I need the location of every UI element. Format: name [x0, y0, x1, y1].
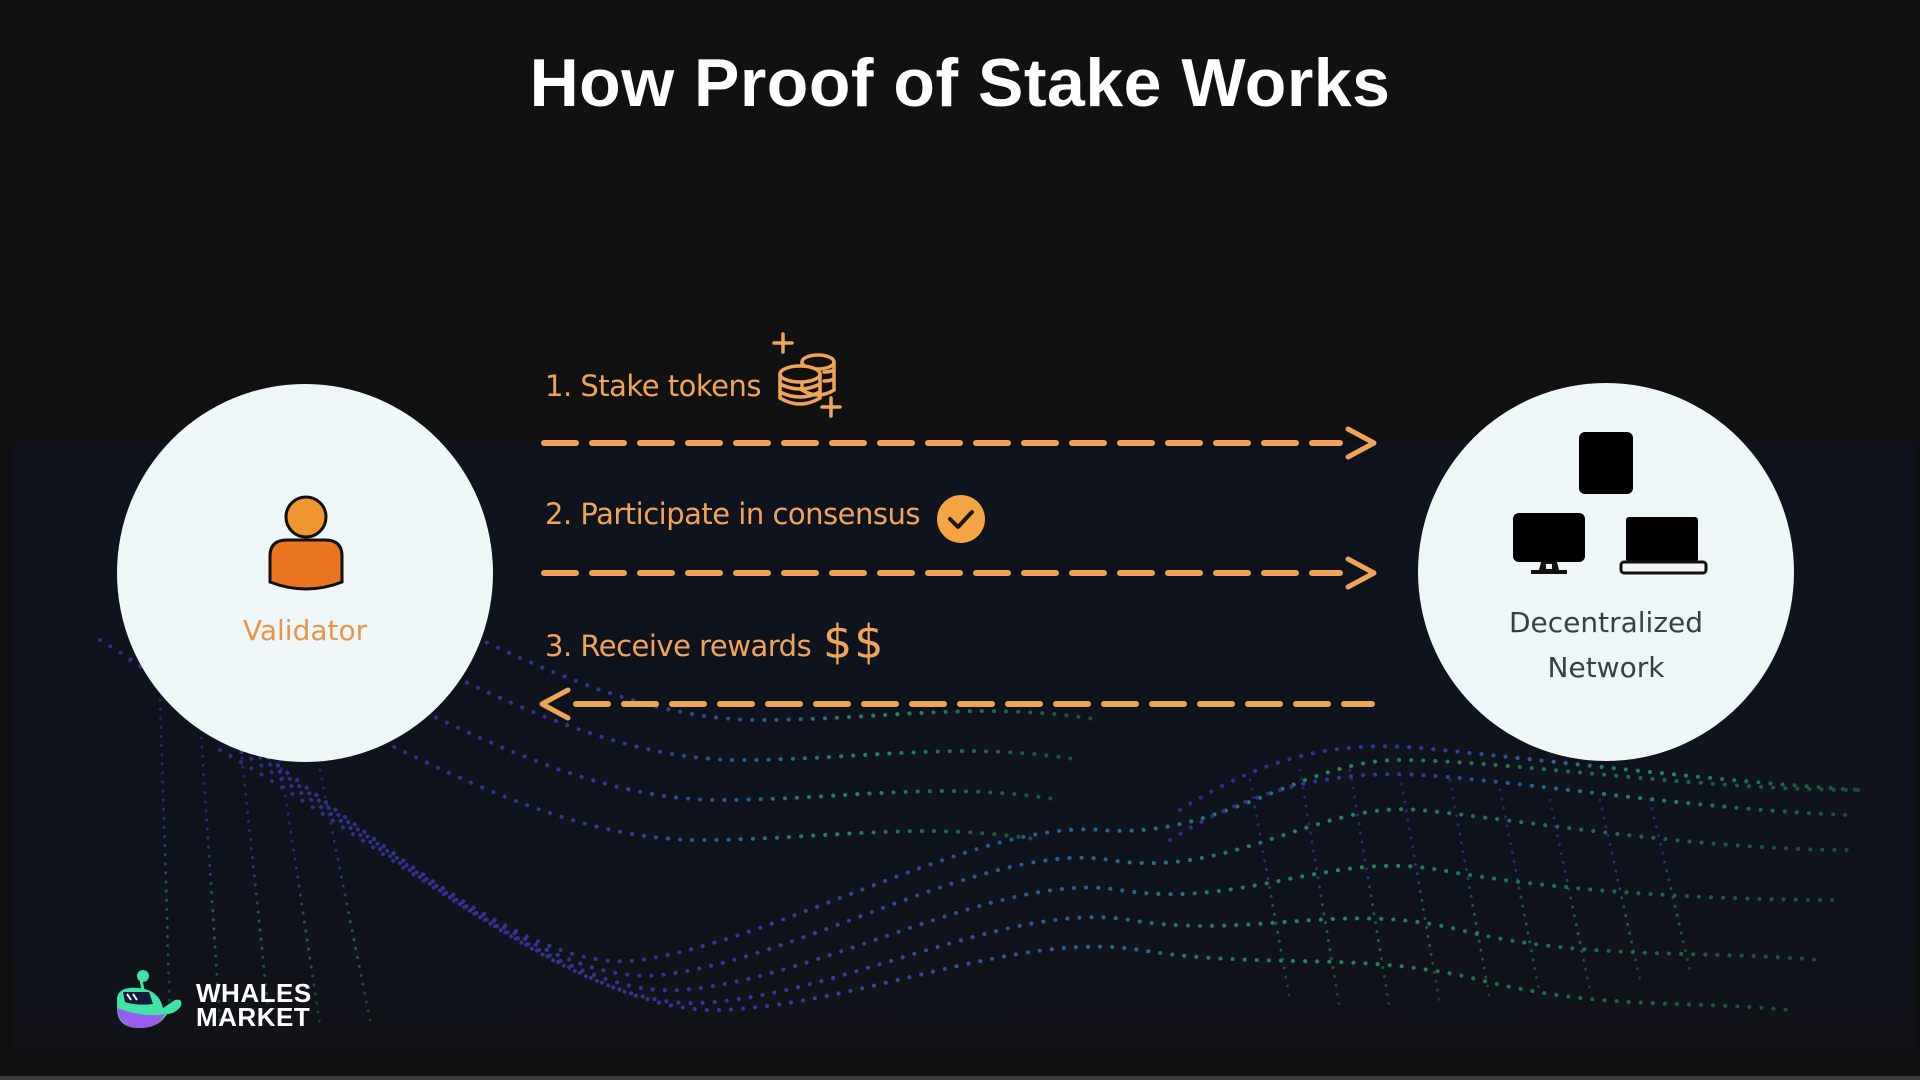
coins-icon [772, 332, 842, 418]
network-label: Decentralized Network [1418, 600, 1794, 690]
bottom-border [0, 1076, 1920, 1080]
tablet-icon [1579, 432, 1633, 494]
arrow-to-network-1 [541, 426, 1377, 460]
step-1-label: 1. Stake tokens [545, 369, 761, 403]
network-label-line1: Decentralized [1508, 606, 1704, 639]
step-2-label: 2. Participate in consensus [545, 497, 920, 531]
arrow-to-validator [539, 687, 1375, 721]
validator-label: Validator [242, 614, 368, 647]
network-label-line2: Network [1547, 651, 1665, 684]
dollar-icon: $$ [823, 615, 886, 669]
logo-text-line2: MARKET [196, 1002, 311, 1032]
person-icon [268, 495, 344, 591]
slide-title: How Proof of Stake Works [529, 45, 1391, 121]
monitor-icon [1513, 513, 1585, 574]
validator-node: Validator [117, 384, 493, 762]
network-node: Decentralized Network [1418, 383, 1794, 761]
step-3-label: 3. Receive rewards [545, 629, 812, 663]
logo-text-line1: WHALES [196, 978, 312, 1008]
laptop-icon [1619, 517, 1708, 575]
whale-icon [117, 970, 182, 1028]
check-circle-icon [937, 495, 985, 543]
arrow-to-network-2 [541, 556, 1377, 590]
